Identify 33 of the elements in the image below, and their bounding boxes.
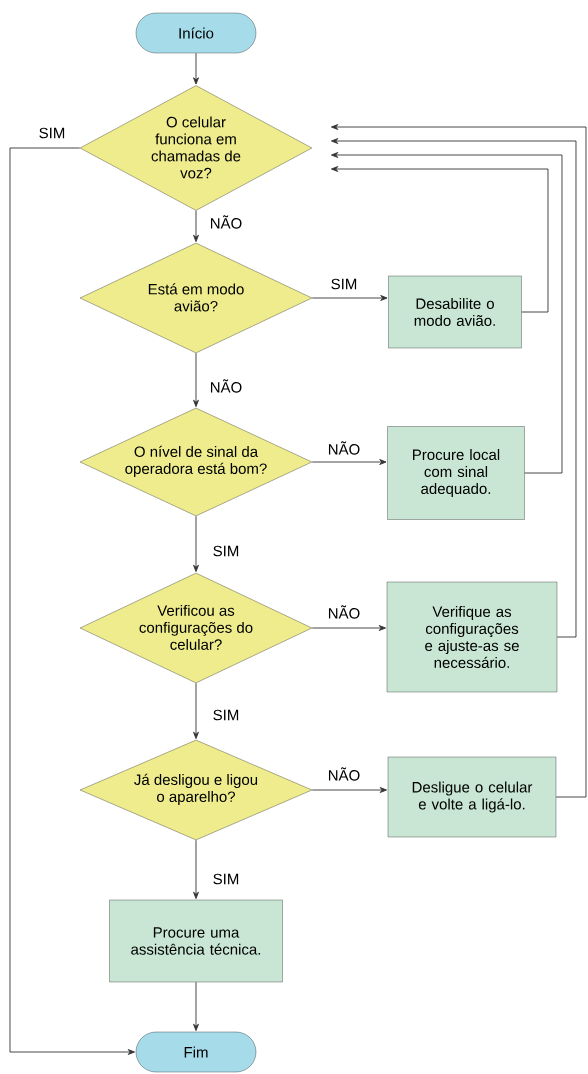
arrow bbox=[193, 682, 199, 740]
edge-label: SIM bbox=[329, 277, 359, 291]
edge-label: NÃO bbox=[208, 214, 244, 230]
edge-label: SIM bbox=[37, 126, 67, 140]
arrow bbox=[9, 147, 135, 1055]
arrow bbox=[193, 352, 199, 407]
arrow bbox=[193, 52, 199, 85]
process-box: Verifique as configurações e ajuste-as se necessário. bbox=[386, 581, 558, 693]
arrow bbox=[193, 981, 199, 1031]
process-box: Procure uma assistência técnica. bbox=[109, 899, 283, 983]
edge-label: SIM bbox=[211, 708, 241, 722]
terminal-box: Fim bbox=[135, 1031, 257, 1073]
arrow bbox=[193, 515, 199, 572]
arrow bbox=[311, 459, 387, 465]
arrow bbox=[193, 839, 199, 899]
arrow bbox=[311, 625, 386, 631]
process-box: Desabilite o modo avião. bbox=[388, 275, 522, 349]
process-box: Procure local com sinal adequado. bbox=[387, 426, 525, 520]
arrow bbox=[331, 138, 577, 638]
edge-label: SIM bbox=[211, 544, 241, 558]
arrow bbox=[331, 166, 549, 313]
edge-label: NÃO bbox=[208, 378, 244, 394]
arrow bbox=[193, 210, 199, 242]
arrow bbox=[331, 124, 587, 798]
arrow bbox=[311, 787, 387, 793]
arrow bbox=[311, 295, 388, 301]
arrow bbox=[331, 152, 563, 474]
terminal-box: Início bbox=[135, 12, 257, 54]
edge-label: NÃO bbox=[326, 604, 362, 620]
edge-label: NÃO bbox=[326, 766, 362, 782]
edge-label: SIM bbox=[211, 872, 241, 886]
edge-label: NÃO bbox=[326, 440, 362, 456]
process-box: Desligue o celular e volte a ligá-lo. bbox=[387, 756, 557, 838]
